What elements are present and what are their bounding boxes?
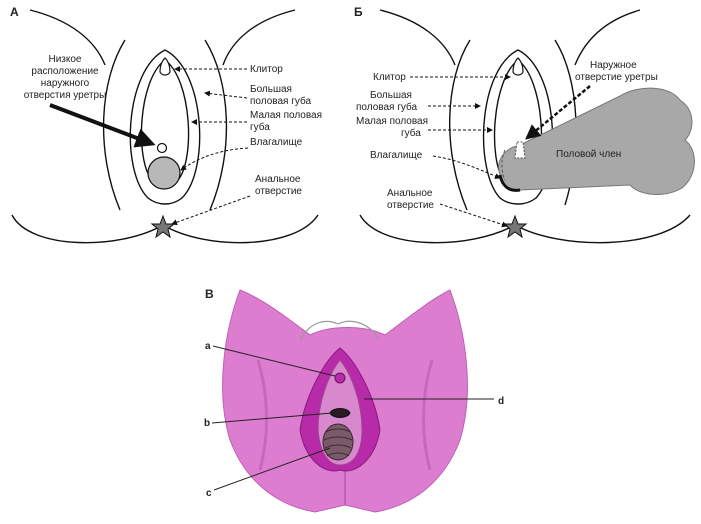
note-line-2: расположение [31,66,99,77]
label-clitoris-b: Клитор [373,72,406,83]
anus-star-b [502,214,528,239]
leader-urethra-b [525,85,591,140]
clitoris-shape-b [512,57,524,76]
panel-b: Б Половой член Клитор Большая половая гу… [354,5,695,244]
right-thigh-upper-line [222,9,296,66]
right-groin-line [204,39,228,211]
urethra-c [329,408,351,418]
left-groin-line-b [449,39,471,211]
label-anus-1: Анальное [255,174,301,185]
label-urethra-b-2: отверстие уретры [575,72,658,83]
label-anus-b-2: отверстие [387,200,434,211]
panel-b-letter: Б [354,5,363,19]
clitoris-c [334,372,346,384]
leader-anus-b [439,203,508,228]
label-urethra-b-1: Наружное [590,60,637,71]
right-thigh-upper-line-b [574,9,641,66]
pubic-hair [299,320,379,341]
label-labia-minora-2: губа [250,121,270,133]
vagina-opening [147,156,181,190]
vagina-texture [323,428,353,457]
urethra-dashed-b [514,141,526,159]
leader-c [213,447,331,491]
label-anus-b-1: Анальное [387,188,433,199]
label-labia-majora-1: Большая [250,84,292,95]
left-groin-line [102,39,126,211]
label-labia-minora-1: Малая половая [250,110,322,121]
penis-shape [498,87,695,195]
label-vagina-b: Влагалище [370,150,423,161]
urethra-big-arrow [49,103,156,148]
label-labia-minora-b-2: губа [401,127,421,139]
right-fold-shadow [422,359,434,471]
left-thigh-upper-line-b [379,9,456,66]
label-labia-majora-2: половая губа [250,95,311,107]
label-vagina: Влагалище [250,137,303,148]
leader-a [212,345,336,377]
labia-majora-outline [129,49,201,205]
panel-c: В a b c d [204,287,504,513]
letter-a: a [205,341,211,352]
buttocks-line-b [359,214,691,244]
note-line-1: Низкое [48,54,81,65]
left-thigh-upper-line [29,9,106,66]
note-line-3: наружного [41,78,90,89]
leader-vagina-b [432,155,501,179]
leader-vagina [180,147,249,171]
vagina-c [322,423,354,461]
label-clitoris: Клитор [250,64,283,75]
anus-star [150,214,176,239]
panel-a: А Низкое расположение наружного отверсти… [10,5,322,244]
label-penis: Половой член [556,149,621,160]
letter-b: b [204,418,210,429]
leader-b [211,412,333,424]
note-line-4: отверстия уретры [24,90,107,101]
label-labia-majora-b-1: Большая [370,90,412,101]
labia-majora-outline-b [482,49,554,205]
urethra-opening [156,142,168,154]
clitoris-shape [159,57,171,76]
panel-a-letter: А [10,5,19,19]
label-labia-majora-b-2: половая губа [356,101,417,113]
label-anus-2: отверстие [255,186,302,197]
leader-anus [171,195,251,226]
vagina-dashed-b [501,149,506,181]
leader-labia-majora [204,90,248,99]
letter-c: c [206,488,212,499]
letter-d: d [498,396,504,407]
panel-c-letter: В [205,287,214,301]
label-labia-minora-b-1: Малая половая [356,116,428,127]
